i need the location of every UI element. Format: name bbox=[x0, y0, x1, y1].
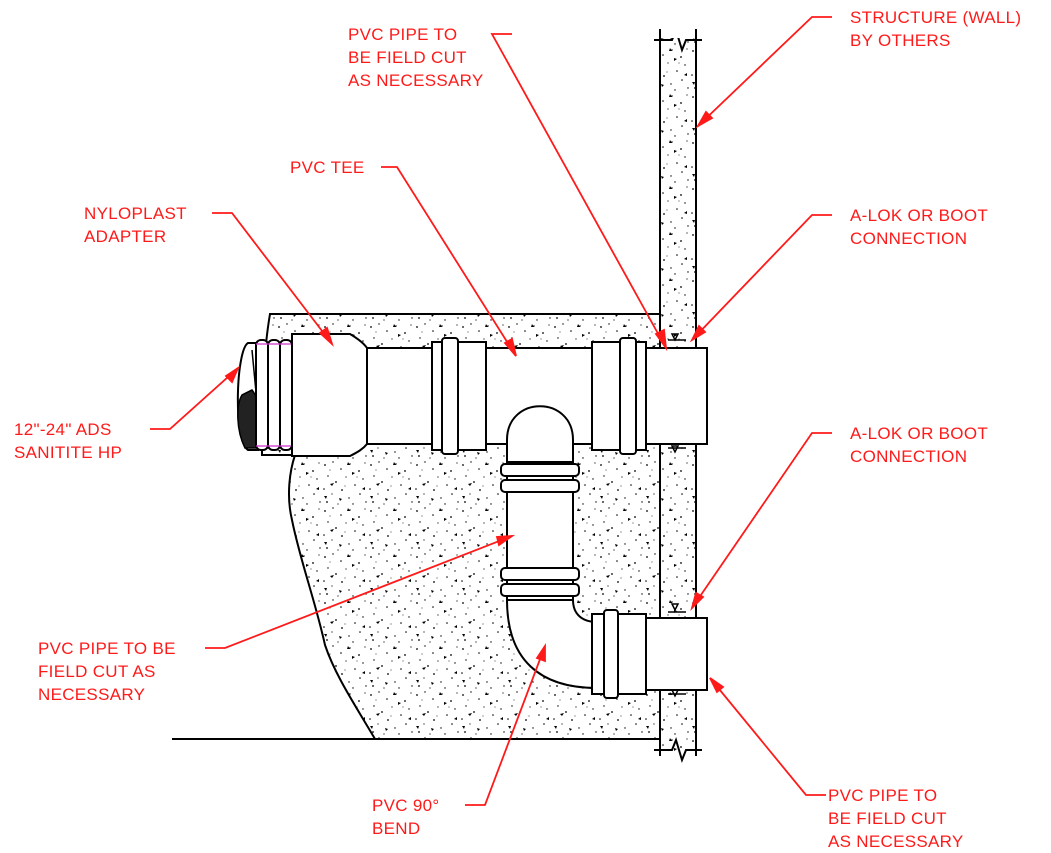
label-pvc-pipe-bottom: PVC PIPE TO BE FIELD CUT AS NECESSARY bbox=[828, 786, 964, 851]
label-structure-wall: STRUCTURE (WALL) BY OTHERS bbox=[850, 8, 1022, 50]
label-pvc-90-bend: PVC 90° BEND bbox=[372, 796, 440, 838]
alok-connection-lower bbox=[668, 603, 686, 698]
arrowhead-icon bbox=[503, 337, 517, 357]
break-line-icon bbox=[654, 736, 702, 764]
pvc-riser-pipe bbox=[500, 461, 580, 603]
arrowhead-icon bbox=[689, 324, 707, 343]
label-alok-upper: A-LOK OR BOOT CONNECTION bbox=[850, 206, 989, 248]
pvc-tee-coupling-left bbox=[431, 337, 487, 455]
arrowhead-icon bbox=[695, 110, 714, 129]
arrowhead-icon bbox=[318, 326, 334, 347]
arrowhead-icon bbox=[690, 591, 705, 612]
leader-lines bbox=[150, 16, 832, 806]
nyloplast-adapter bbox=[291, 333, 368, 457]
alok-connection-upper bbox=[668, 333, 686, 454]
label-pvc-pipe-left: PVC PIPE TO BE FIELD CUT AS NECESSARY bbox=[38, 639, 176, 704]
pvc-tee-coupling-right bbox=[591, 337, 647, 455]
arrowhead-icon bbox=[224, 365, 241, 384]
label-pvc-tee: PVC TEE bbox=[290, 158, 365, 177]
label-nyloplast-adapter: NYLOPLAST ADAPTER bbox=[84, 204, 187, 246]
arrowhead-icon bbox=[495, 534, 516, 547]
pvc-tee-branch bbox=[506, 405, 574, 463]
pvc-pipe-through-wall-upper bbox=[645, 347, 708, 445]
arrowhead-icon bbox=[709, 677, 725, 694]
ads-corrugated-pipe bbox=[236, 339, 293, 451]
break-line-icon bbox=[654, 26, 702, 54]
arrowhead-icon bbox=[654, 328, 668, 352]
label-alok-lower: A-LOK OR BOOT CONNECTION bbox=[850, 424, 989, 466]
arrowhead-icon bbox=[535, 643, 546, 663]
label-pvc-pipe-top: PVC PIPE TO BE FIELD CUT AS NECESSARY bbox=[348, 25, 484, 90]
pvc-lower-pipe bbox=[591, 609, 708, 699]
label-ads-pipe: 12"-24" ADS SANITITE HP bbox=[14, 420, 123, 462]
pvc-90-bend bbox=[505, 599, 598, 690]
